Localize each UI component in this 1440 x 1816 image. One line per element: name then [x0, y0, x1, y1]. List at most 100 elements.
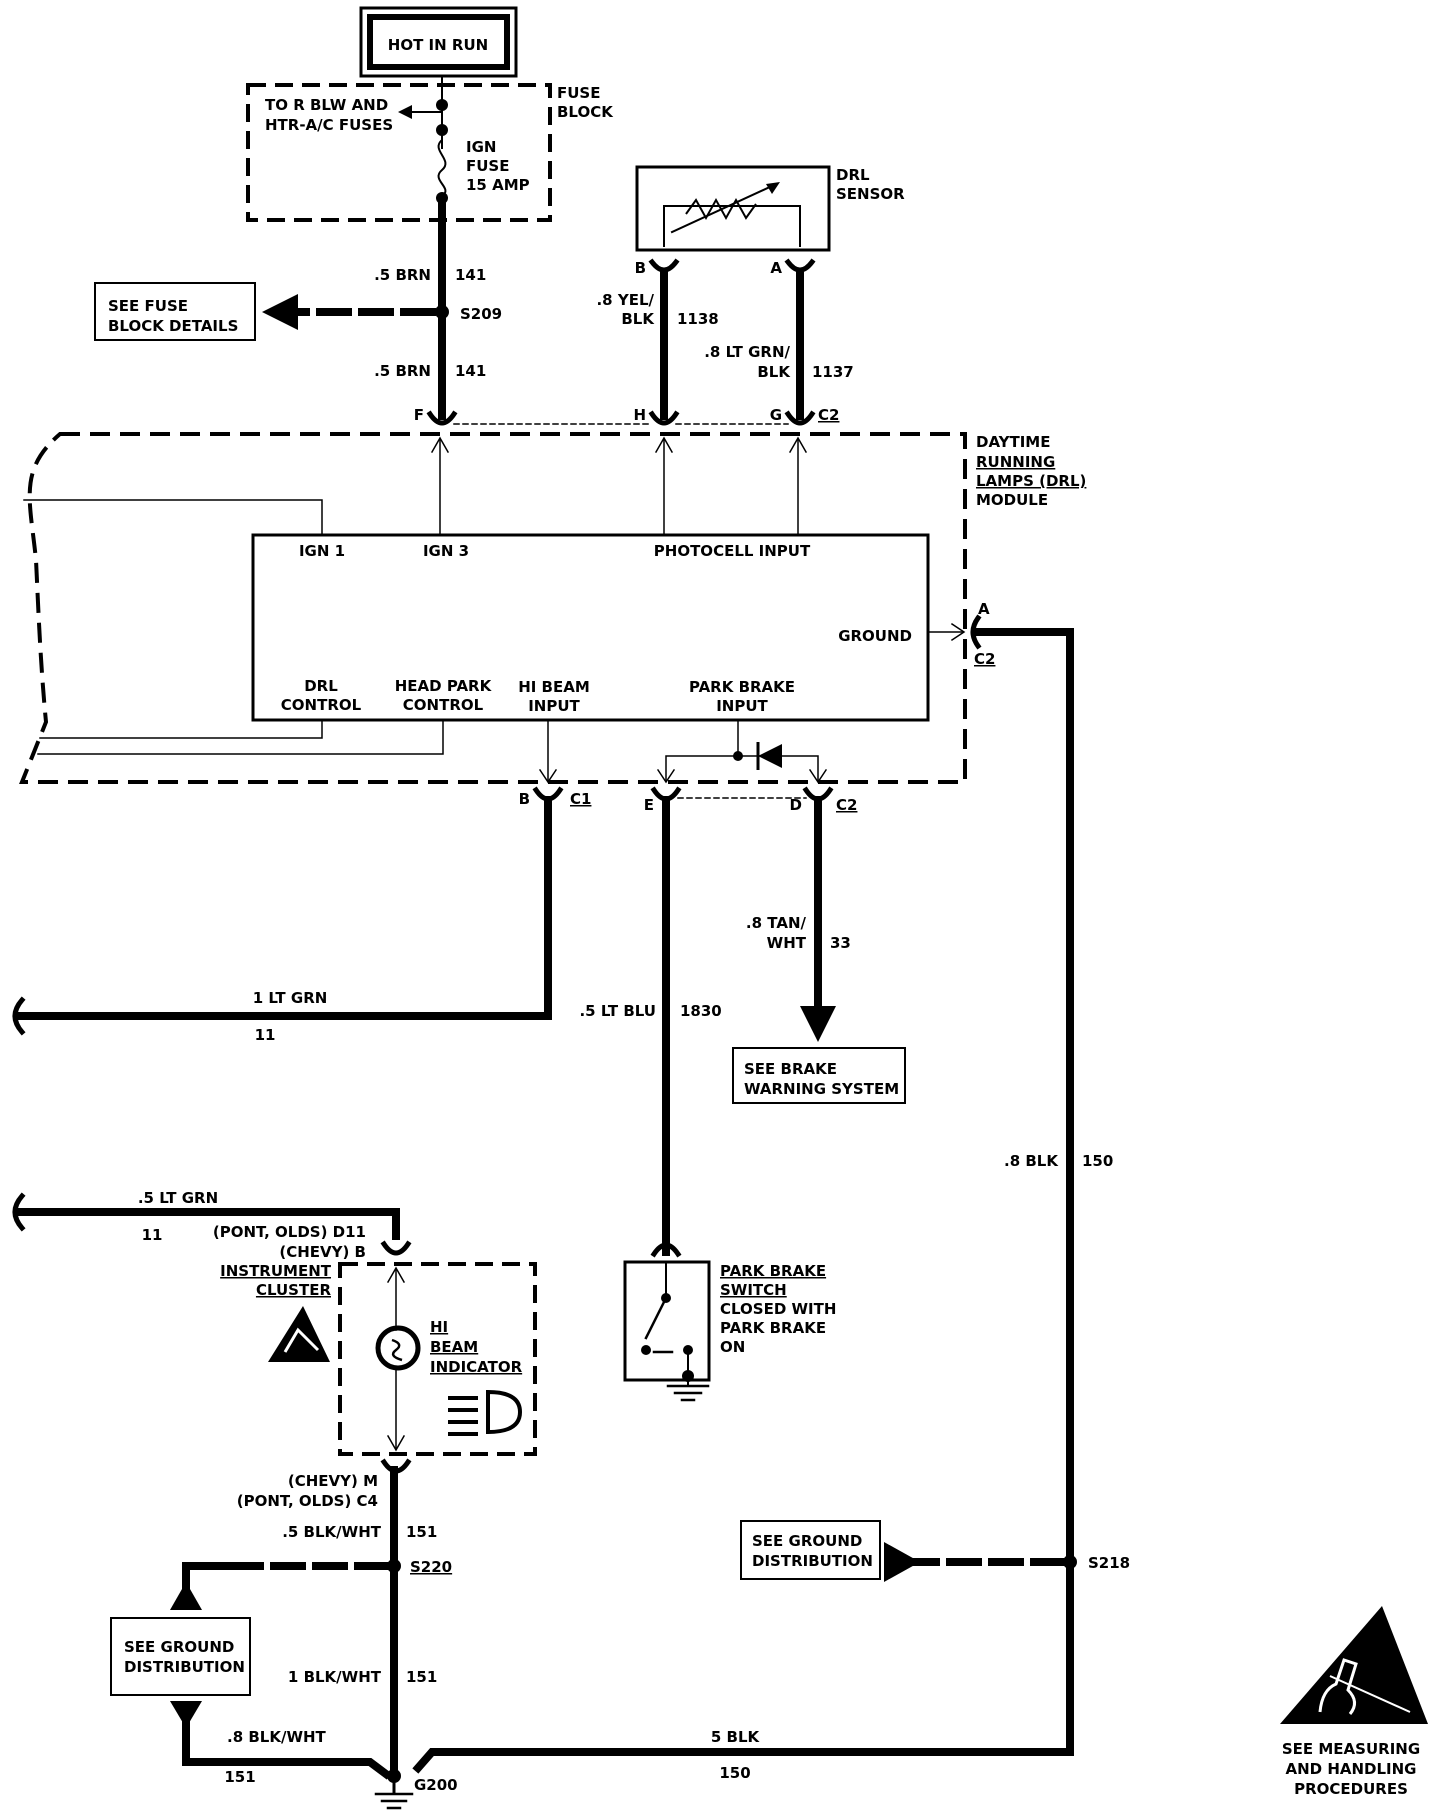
svg-text:LAMPS (DRL): LAMPS (DRL)	[976, 472, 1086, 490]
splice-s209	[435, 305, 449, 319]
ground-label: GROUND	[838, 627, 912, 645]
svg-text:CONTROL: CONTROL	[281, 696, 362, 714]
svg-text:INDICATOR: INDICATOR	[430, 1358, 523, 1376]
wire-1137-gauge: .8 LT GRN/	[704, 343, 790, 361]
wire-151-gauge-top: .5 BLK/WHT	[282, 1523, 382, 1541]
to-blower-label: TO R BLW AND	[265, 96, 388, 114]
wire-141-circuit-top: 141	[455, 266, 486, 284]
wire-150-circuit-bottom: 150	[719, 1764, 750, 1782]
svg-text:BLK: BLK	[757, 363, 791, 381]
wire-150-circuit: 150	[1082, 1152, 1113, 1170]
svg-text:INPUT: INPUT	[528, 697, 580, 715]
wire-11b-gauge: .5 LT GRN	[138, 1189, 218, 1207]
see-ground-distribution-right-box[interactable]	[740, 1520, 881, 1580]
svg-text:MODULE: MODULE	[976, 491, 1048, 509]
drl-module-boundary	[19, 432, 967, 784]
connector-c2-right: C2	[974, 650, 995, 668]
wire-150-gauge-bottom: 5 BLK	[711, 1728, 761, 1746]
arrow-icon	[398, 105, 412, 119]
splice-s218-label: S218	[1088, 1554, 1130, 1572]
svg-text:BLOCK: BLOCK	[557, 103, 614, 121]
wire-141-circuit-bottom: 141	[455, 362, 486, 380]
park-brake-input-label: PARK BRAKE	[689, 678, 795, 696]
wire-11b-circuit: 11	[142, 1226, 163, 1244]
pin-d-bottom: D	[790, 796, 802, 814]
wire-150-gauge: .8 BLK	[1004, 1152, 1059, 1170]
splice-s220-label: S220	[410, 1558, 452, 1576]
svg-text:WARNING SYSTEM: WARNING SYSTEM	[744, 1080, 899, 1098]
wire-33-gauge: .8 TAN/	[746, 914, 807, 932]
splice-dot	[436, 99, 448, 111]
esd-measuring-label: SEE MEASURING	[1282, 1740, 1420, 1758]
pin-b-chevy-label: (CHEVY) B	[279, 1243, 366, 1261]
svg-text:ON: ON	[720, 1338, 745, 1356]
svg-text:FUSE: FUSE	[466, 157, 509, 175]
sensor-pin-b: B	[635, 259, 646, 277]
hi-beam-bulb-icon	[375, 1325, 421, 1371]
wire-33-circuit: 33	[830, 934, 851, 952]
drl-module-circuit-box	[251, 533, 930, 722]
svg-text:SEE FUSE: SEE FUSE	[108, 297, 188, 315]
svg-text:INPUT: INPUT	[716, 697, 768, 715]
connector-c1-bottom: C1	[570, 790, 591, 808]
hi-beam-indicator-label: HI	[430, 1318, 448, 1336]
splice-dot	[436, 124, 448, 136]
instrument-cluster-boundary	[338, 1262, 537, 1456]
svg-text:CLUSTER: CLUSTER	[256, 1281, 331, 1299]
park-brake-switch	[623, 1260, 711, 1402]
pin-e-bottom: E	[644, 796, 654, 814]
pin-a-right: A	[978, 600, 990, 618]
photocell-input-label: PHOTOCELL INPUT	[654, 542, 811, 560]
instrument-cluster-label: INSTRUMENT	[220, 1262, 332, 1280]
splice-dot	[733, 751, 743, 761]
splice-s220	[387, 1559, 401, 1573]
wire-151-circuit-top: 151	[406, 1523, 437, 1541]
see-fuse-block-details-box[interactable]	[94, 282, 256, 341]
hot-in-run-label: HOT IN RUN	[388, 36, 488, 54]
arrow-left-icon	[884, 1542, 920, 1582]
wire-151-circuit-mid: 151	[406, 1668, 437, 1686]
wire-141-gauge-bottom: .5 BRN	[374, 362, 431, 380]
arrow-left-icon	[262, 294, 298, 330]
hi-beam-input-label: HI BEAM	[518, 678, 590, 696]
drl-sensor: DRL SENSOR	[635, 165, 905, 252]
see-ground-distribution-left-box[interactable]	[110, 1617, 251, 1696]
wire-11-circuit: 11	[255, 1026, 276, 1044]
wire-151-gauge-mid: 1 BLK/WHT	[288, 1668, 382, 1686]
wire-11-gauge: 1 LT GRN	[253, 989, 328, 1007]
sensor-pin-a: A	[770, 259, 782, 277]
pin-m-label: (CHEVY) M	[288, 1472, 378, 1490]
svg-text:SWITCH: SWITCH	[720, 1281, 787, 1299]
svg-text:15 AMP: 15 AMP	[466, 176, 530, 194]
esd-measuring-icon	[1280, 1606, 1428, 1724]
ign-fuse-label: IGN	[466, 138, 496, 156]
drl-sensor-label: DRL	[836, 166, 870, 184]
splice-s209-label: S209	[460, 305, 502, 323]
svg-text:RUNNING: RUNNING	[976, 453, 1055, 471]
svg-text:DISTRIBUTION: DISTRIBUTION	[124, 1658, 245, 1676]
see-brake-warning-box[interactable]	[732, 1047, 906, 1104]
svg-text:BLOCK DETAILS: BLOCK DETAILS	[108, 317, 238, 335]
fuse-block: FUSE BLOCK TO R BLW AND HTR-A/C FUSES IG…	[246, 75, 614, 222]
hot-in-run-box: HOT IN RUN	[359, 6, 518, 78]
ign1-label: IGN 1	[299, 542, 345, 560]
svg-text:BLK: BLK	[621, 310, 655, 328]
pin-f: F	[414, 406, 424, 424]
wire-1137-circuit: 1137	[812, 363, 854, 381]
arrow-down-icon	[170, 1701, 202, 1728]
svg-text:CLOSED WITH: CLOSED WITH	[720, 1300, 836, 1318]
wire-1138-gauge: .8 YEL/	[596, 291, 654, 309]
svg-text:PARK BRAKE: PARK BRAKE	[720, 1319, 826, 1337]
svg-text:AND HANDLING: AND HANDLING	[1285, 1760, 1416, 1778]
connector-c2-bottom: C2	[836, 796, 857, 814]
fuse-icon	[437, 139, 447, 197]
drl-module-label: DAYTIME	[976, 433, 1050, 451]
svg-text:WHT: WHT	[767, 934, 807, 952]
ground-g200	[374, 1769, 414, 1810]
wire-1830-circuit: 1830	[680, 1002, 722, 1020]
svg-text:SENSOR: SENSOR	[836, 185, 905, 203]
arrow-up-icon	[170, 1582, 202, 1610]
svg-text:SEE GROUND: SEE GROUND	[124, 1638, 234, 1656]
svg-text:SEE BRAKE: SEE BRAKE	[744, 1060, 837, 1078]
